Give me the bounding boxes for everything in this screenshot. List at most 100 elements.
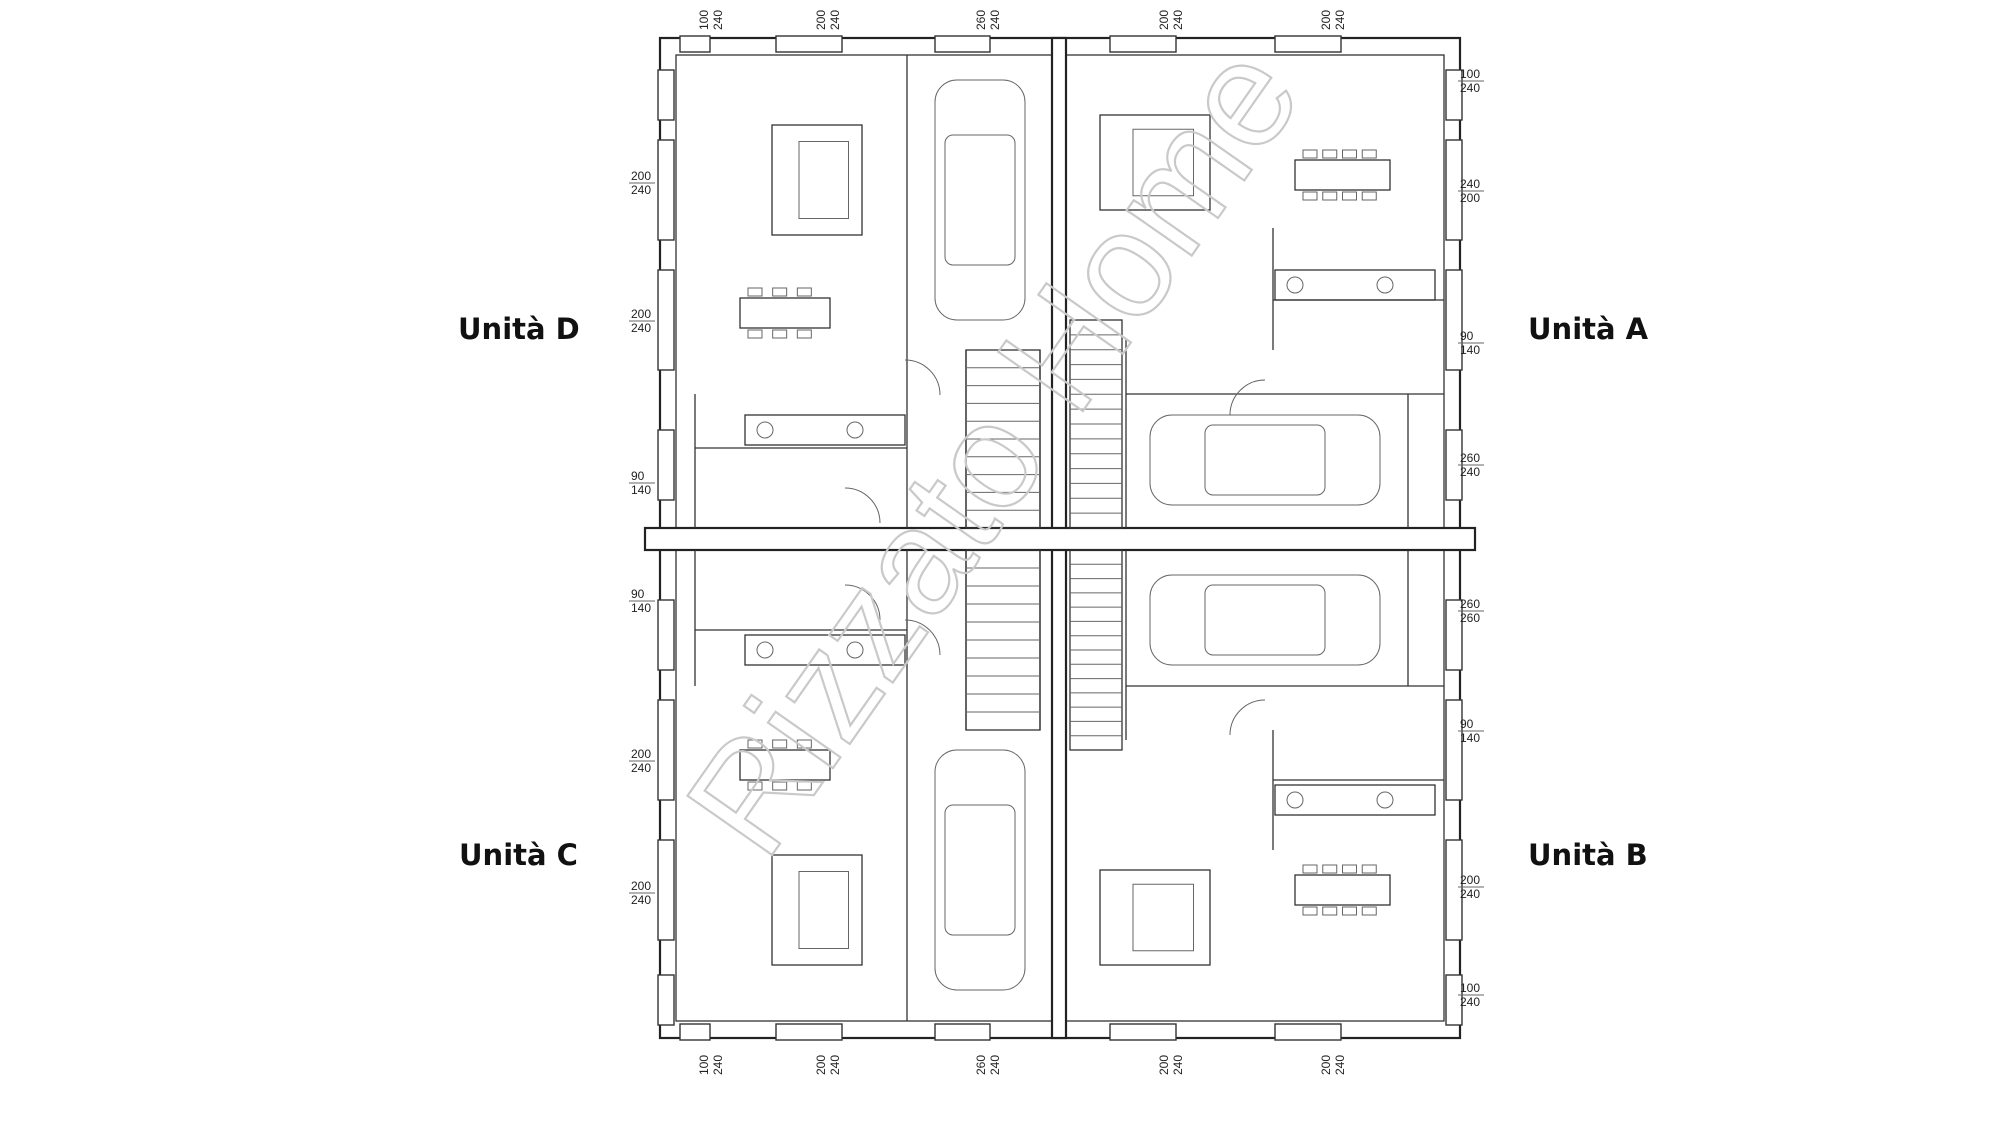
window <box>657 69 675 121</box>
coffee-table <box>798 141 849 219</box>
chair <box>796 739 812 749</box>
dim-bottom: 240 <box>1460 995 1480 1009</box>
sofa <box>1099 869 1211 966</box>
table-top <box>1294 159 1391 191</box>
dim-top: 90 <box>631 469 645 483</box>
window <box>1445 599 1463 671</box>
table-top <box>739 297 831 329</box>
door-swing <box>1229 379 1266 416</box>
window <box>657 139 675 241</box>
window <box>1109 1023 1177 1041</box>
car-cabin <box>944 134 1016 266</box>
dim-top: 100 <box>697 1055 711 1075</box>
dim-bottom: 240 <box>1460 465 1480 479</box>
chair <box>772 329 788 339</box>
dim-bottom: 240 <box>988 10 1002 30</box>
chair <box>1342 906 1357 916</box>
building-walls <box>643 35 1477 1041</box>
chair <box>1322 906 1338 916</box>
dining-table-b <box>1294 864 1391 916</box>
window <box>657 269 675 371</box>
dim-top: 90 <box>1460 717 1474 731</box>
chair <box>772 739 788 749</box>
burner <box>1286 276 1304 294</box>
dim-top: 200 <box>631 747 651 761</box>
dim-bottom: 240 <box>711 10 725 30</box>
counter <box>744 414 906 446</box>
sofa <box>771 124 863 236</box>
dim-top: 200 <box>1319 1055 1333 1075</box>
coffee-table <box>1132 883 1194 952</box>
stairs-d <box>965 349 1041 529</box>
window <box>657 839 675 941</box>
window <box>934 35 991 53</box>
dim-top: 200 <box>1460 873 1480 887</box>
car-body <box>934 79 1026 321</box>
dim-bottom: 240 <box>988 1055 1002 1075</box>
chair <box>1302 191 1318 201</box>
dim-top: 200 <box>1157 10 1171 30</box>
chair <box>747 329 763 339</box>
furniture-layer <box>739 79 1436 991</box>
living-set-d <box>771 124 863 236</box>
window <box>1445 699 1463 801</box>
kitchen-counter <box>1274 784 1436 816</box>
dim-bottom: 240 <box>711 1055 725 1075</box>
living-set-c <box>771 854 863 966</box>
dim-bottom: 240 <box>631 183 651 197</box>
chair <box>1361 191 1377 201</box>
chair <box>1302 906 1318 916</box>
car-cabin <box>1204 584 1326 656</box>
window <box>775 1023 843 1041</box>
chair <box>1361 906 1377 916</box>
chair <box>1361 149 1377 159</box>
dim-bottom: 240 <box>1333 1055 1347 1075</box>
chair <box>1302 149 1318 159</box>
chair <box>1361 864 1377 874</box>
chair <box>1322 864 1338 874</box>
kitchen-counter <box>744 414 906 446</box>
kitchen-counter <box>744 634 906 666</box>
door-swing <box>844 487 881 524</box>
door-swing <box>904 359 941 396</box>
burner <box>756 641 774 659</box>
chair <box>1342 149 1357 159</box>
chair <box>772 287 788 297</box>
window <box>1445 269 1463 371</box>
window <box>1274 35 1342 53</box>
dim-top: 100 <box>1460 981 1480 995</box>
chair <box>796 781 812 791</box>
dim-top: 200 <box>1157 1055 1171 1075</box>
window <box>679 1023 711 1041</box>
burner <box>1286 791 1304 809</box>
unit-label-b: Unità B <box>1528 838 1648 872</box>
dim-bottom: 240 <box>631 761 651 775</box>
sink <box>1376 791 1394 809</box>
dim-bottom: 140 <box>631 483 651 497</box>
stairs-a <box>1069 319 1123 529</box>
window <box>1445 839 1463 941</box>
window <box>657 599 675 671</box>
living-set-a <box>1099 114 1211 211</box>
window <box>934 1023 991 1041</box>
kitchen-counter <box>1274 269 1436 301</box>
sofa <box>771 854 863 966</box>
unit-label-d: Unità D <box>458 312 580 346</box>
car-body <box>1149 574 1381 666</box>
dim-bottom: 260 <box>1460 611 1480 625</box>
dim-top: 100 <box>1460 67 1480 81</box>
window <box>775 35 843 53</box>
